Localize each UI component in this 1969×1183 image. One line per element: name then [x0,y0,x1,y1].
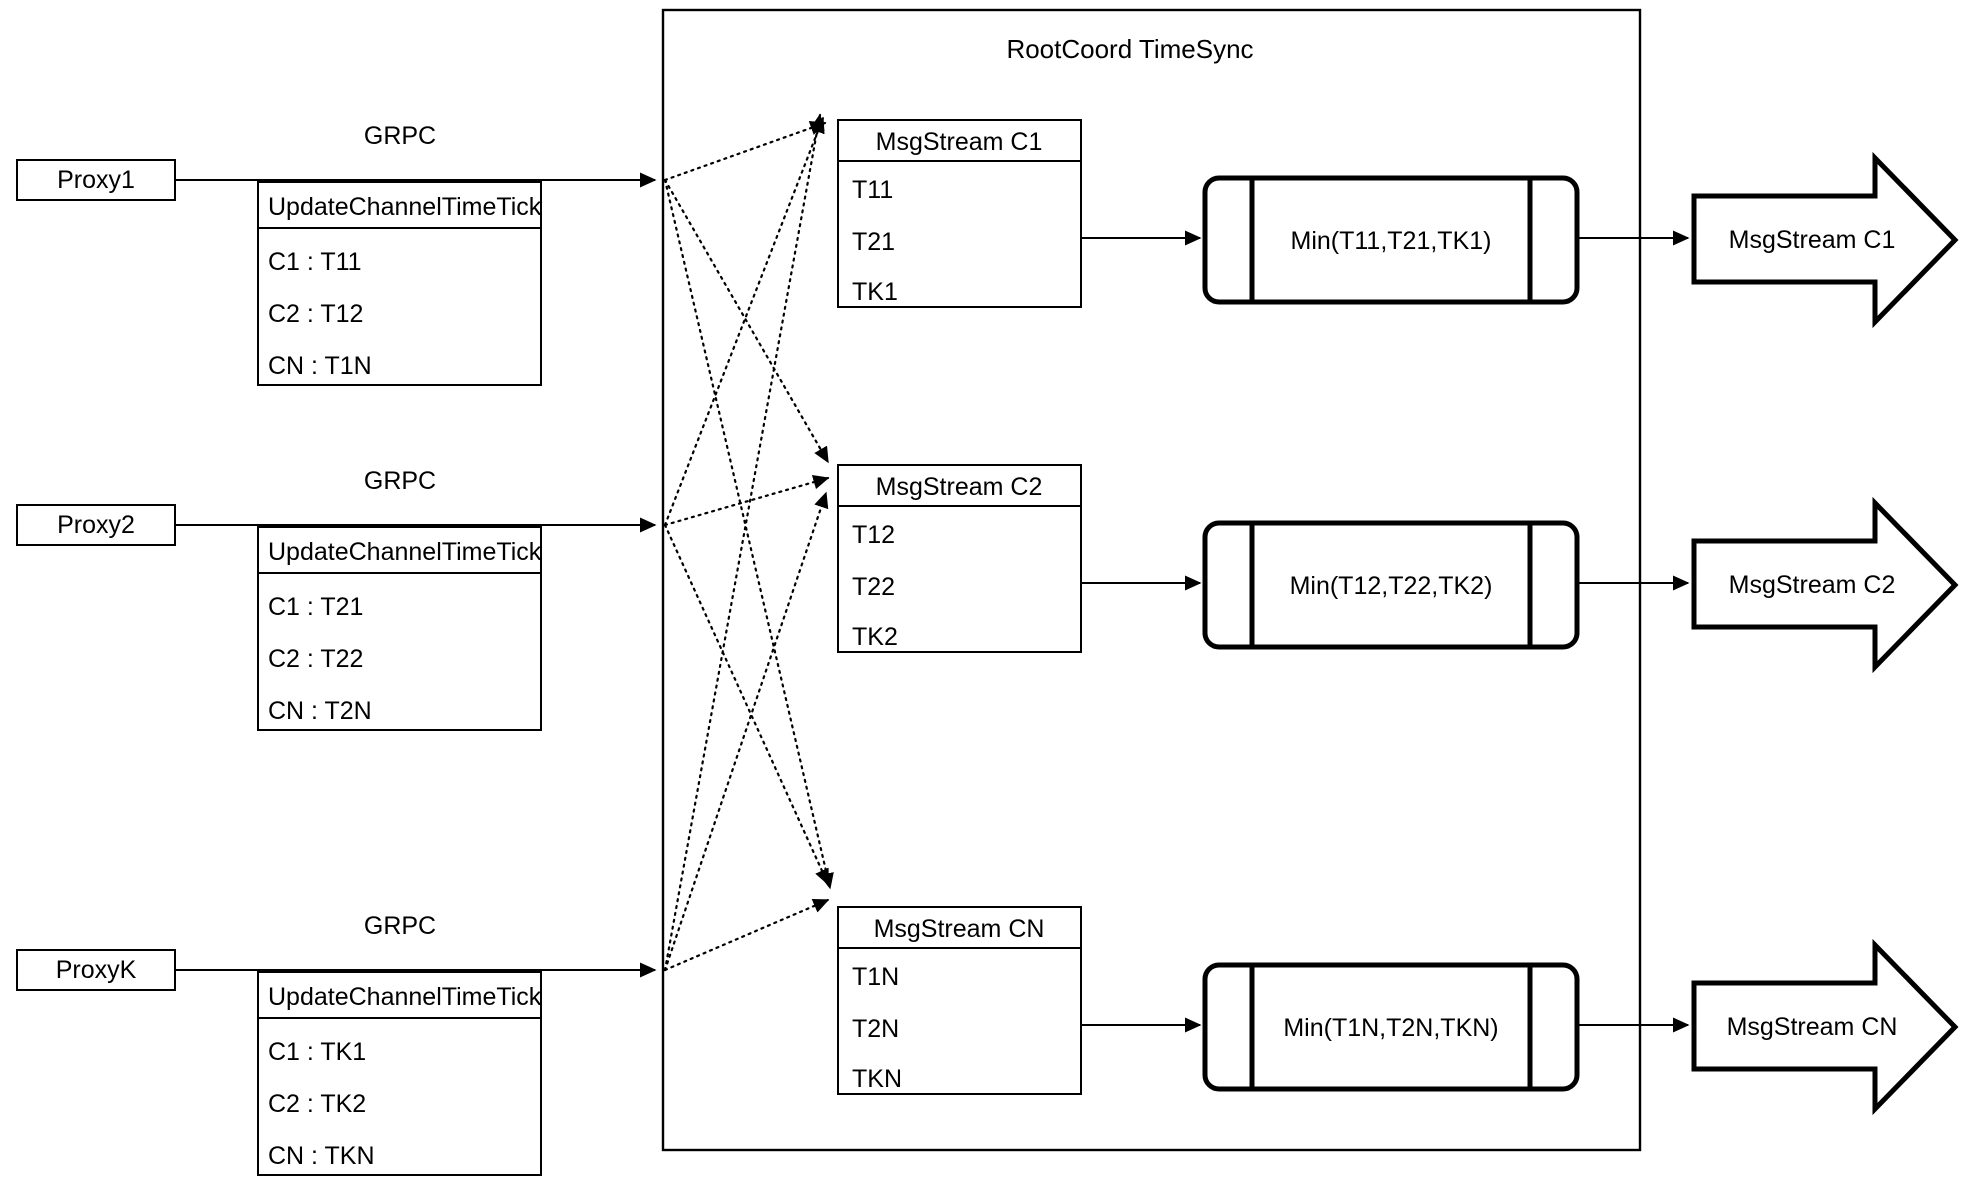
output-block-arrow-2 [1691,496,1959,674]
msgstream-tick-3-2: TKN [852,1065,902,1093]
rpc-title-2: UpdateChannelTimeTick [268,538,542,566]
msgstream-title-3: MsgStream CN [874,915,1045,943]
output-label-3: MsgStream CN [1727,1013,1898,1041]
route-p1-cn [663,178,834,890]
proxy-label-3: ProxyK [56,956,137,984]
route-pk-c1 [663,113,825,972]
rpc-row-3-1: C2 : TK2 [268,1090,366,1118]
route-p1-c1 [663,121,827,182]
grpc-label-3: GRPC [364,912,436,940]
rpc-title-1: UpdateChannelTimeTick [268,193,542,221]
rpc-row-2-2: CN : T2N [268,697,372,725]
proxy-group-2: Proxy2 GRPC UpdateChannelTimeTick C1 : T… [16,467,657,731]
msgstream-title-2: MsgStream C2 [876,473,1043,501]
min-process-node-2 [1202,520,1580,650]
proxy-label-2: Proxy2 [57,511,135,539]
route-pk-cn [663,898,830,972]
msgstream-tick-2-2: TK2 [852,623,898,651]
channel-pipeline-3: MsgStream CN T1N T2N TKN Min(T1N,T2N,TKN… [837,906,1959,1116]
msgstream-tick-3-1: T2N [852,1015,899,1043]
container-title: RootCoord TimeSync [1006,34,1253,64]
rpc-row-1-2: CN : T1N [268,352,372,380]
proxy-label-1: Proxy1 [57,166,135,194]
route-p2-c1 [663,116,825,527]
min-process-node-1 [1202,175,1580,305]
grpc-label-2: GRPC [364,467,436,495]
msgstream-title-1: MsgStream C1 [876,128,1043,156]
rpc-payload-box-2 [257,526,542,731]
rpc-row-3-2: CN : TKN [268,1142,375,1170]
output-label-1: MsgStream C1 [1729,226,1896,254]
route-p2-c2 [663,475,830,527]
rpc-row-2-1: C2 : T22 [268,645,363,673]
msgstream-tick-2-0: T12 [852,521,895,549]
msgstream-box-3 [837,906,1082,1095]
route-p1-c2 [663,178,830,464]
channel-pipeline-1: MsgStream C1 T11 T21 TK1 Min(T11,T21,TK1… [837,119,1959,329]
min-process-node-3 [1202,962,1580,1092]
route-p2-cn [663,523,830,886]
rpc-row-3-0: C1 : TK1 [268,1038,366,1066]
msgstream-tick-1-1: T21 [852,228,895,256]
route-pk-c2 [663,491,829,972]
rootcoord-timesync-container [661,8,1642,1152]
timetick-routing-edges [663,113,834,972]
output-block-arrow-3 [1691,938,1959,1116]
min-label-1: Min(T11,T21,TK1) [1291,227,1492,255]
channel-pipeline-2: MsgStream C2 T12 T22 TK2 Min(T12,T22,TK2… [837,464,1959,674]
msgstream-tick-1-2: TK1 [852,278,898,306]
rpc-row-1-0: C1 : T11 [268,248,362,276]
rpc-payload-box-1 [257,181,542,386]
msgstream-box-2 [837,464,1082,653]
min-label-2: Min(T12,T22,TK2) [1290,572,1493,600]
rpc-row-2-0: C1 : T21 [268,593,363,621]
min-label-3: Min(T1N,T2N,TKN) [1283,1014,1498,1042]
msgstream-tick-1-0: T11 [852,176,893,204]
msgstream-tick-3-0: T1N [852,963,899,991]
proxy-box-1[interactable] [16,159,176,201]
output-block-arrow-1 [1691,151,1959,329]
msgstream-box-1 [837,119,1082,308]
output-label-2: MsgStream C2 [1729,571,1896,599]
grpc-label-1: GRPC [364,122,436,150]
proxy-group-3: ProxyK GRPC UpdateChannelTimeTick C1 : T… [16,912,657,1176]
rpc-row-1-1: C2 : T12 [268,300,363,328]
msgstream-tick-2-1: T22 [852,573,895,601]
proxy-box-2[interactable] [16,504,176,546]
rpc-payload-box-3 [257,971,542,1176]
proxy-group-1: Proxy1 GRPC UpdateChannelTimeTick C1 : T… [16,122,657,386]
rpc-title-3: UpdateChannelTimeTick [268,983,542,1011]
